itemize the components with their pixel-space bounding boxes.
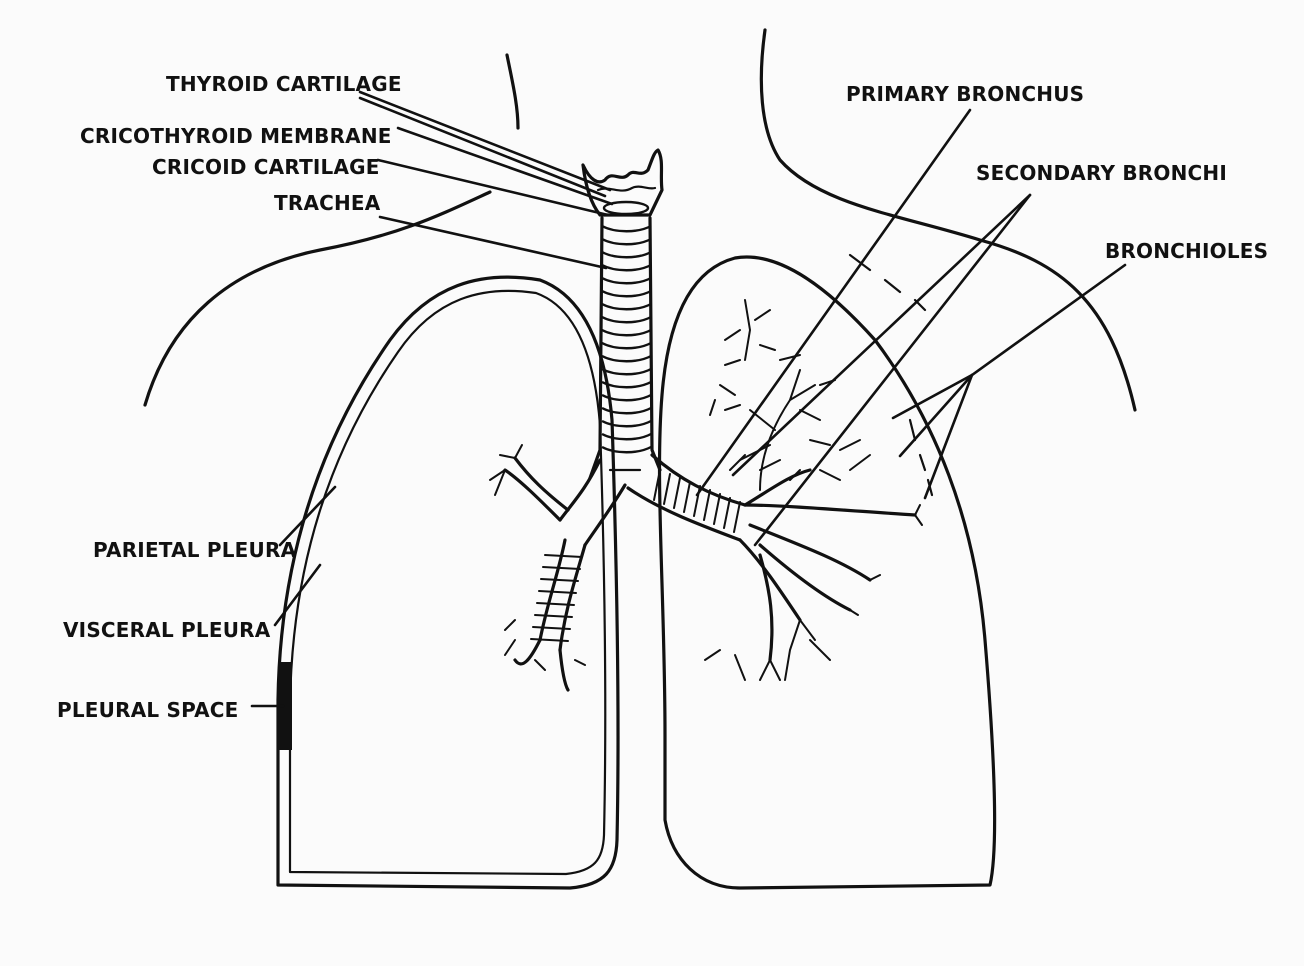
label-cricoid-cartilage: CRICOID CARTILAGE — [152, 155, 380, 179]
leader-bronchioles-1 — [891, 263, 1127, 420]
bronchus-ring — [653, 469, 661, 501]
trachea-ring — [601, 289, 652, 298]
right-bronchial-tree — [489, 444, 587, 692]
trachea-ring — [601, 276, 652, 285]
left-bronchial-tree — [653, 468, 923, 681]
trachea-ring — [601, 393, 652, 402]
bronchus-ring — [683, 481, 691, 513]
leader-secondary-bronchi-1 — [731, 193, 1032, 477]
trachea-tube — [588, 216, 662, 480]
cricoid-cartilage-ring — [602, 200, 650, 216]
bronchus-ring — [534, 614, 573, 618]
bronchus-ring — [542, 566, 581, 570]
labels: THYROID CARTILAGE CRICOTHYROID MEMBRANE … — [57, 72, 1268, 722]
leader-cricothyroid-membrane — [396, 126, 614, 206]
label-trachea: TRACHEA — [274, 191, 381, 215]
bronchus-ring — [540, 578, 579, 582]
trachea-ring — [601, 354, 652, 363]
label-secondary-bronchi: SECONDARY BRONCHI — [976, 161, 1227, 185]
bronchus-ring — [703, 489, 711, 521]
leader-bronchioles-3 — [923, 373, 974, 500]
bronchus-ring — [713, 493, 721, 525]
parietal-pleura-outline — [276, 275, 620, 890]
bronchus-ring — [723, 497, 731, 529]
trachea-ring — [601, 419, 652, 428]
left-lung-outline — [657, 255, 997, 890]
right-lung — [276, 275, 620, 890]
leader-secondary-bronchi-2 — [753, 193, 1032, 547]
trachea-ring — [601, 224, 652, 233]
body-outline — [143, 28, 1137, 412]
trachea-ring — [601, 250, 652, 259]
bronchus-ring — [673, 477, 681, 509]
trachea-ring — [601, 328, 652, 337]
label-pleural-space: PLEURAL SPACE — [57, 698, 239, 722]
leader-parietal-pleura — [278, 485, 337, 547]
bronchus-ring — [663, 473, 671, 505]
bronchioles-upper — [709, 299, 871, 491]
leader-trachea — [378, 215, 608, 270]
pleural-space-marker — [279, 662, 292, 750]
label-thyroid-cartilage: THYROID CARTILAGE — [166, 72, 402, 96]
label-parietal-pleura: PARIETAL PLEURA — [93, 538, 297, 562]
leader-cricoid-cartilage — [376, 158, 610, 217]
visceral-pleura-outline — [288, 289, 607, 876]
leader-thyroid-cartilage — [358, 90, 612, 192]
trachea-ring — [601, 341, 652, 350]
bronchus-ring — [544, 554, 583, 558]
leader-primary-bronchus — [695, 108, 972, 497]
trachea-ring — [601, 380, 652, 389]
bronchus-ring — [530, 638, 569, 642]
thyroid-cartilage-shape — [581, 148, 664, 217]
leader-lines — [250, 90, 1127, 708]
leader-thyroid-cartilage-2 — [358, 96, 607, 198]
label-cricothyroid-membrane: CRICOTHYROID MEMBRANE — [80, 124, 392, 148]
label-primary-bronchus: PRIMARY BRONCHUS — [846, 82, 1084, 106]
larynx — [581, 148, 664, 217]
label-visceral-pleura: VISCERAL PLEURA — [63, 618, 271, 642]
trachea-ring — [601, 263, 652, 272]
bronchus-ring — [733, 501, 741, 533]
main-bronchi — [558, 453, 747, 547]
trachea-ring — [601, 237, 652, 246]
bronchus-ring — [536, 602, 575, 606]
trachea-ring — [601, 406, 652, 415]
trachea-ring — [601, 432, 652, 441]
trachea-ring — [601, 302, 652, 311]
leader-bronchioles-2 — [898, 373, 974, 458]
bronchus-ring — [538, 590, 577, 594]
trachea-ring — [601, 367, 652, 376]
bronchus-ring — [532, 626, 571, 630]
label-bronchioles: BRONCHIOLES — [1105, 239, 1268, 263]
trachea-ring — [601, 315, 652, 324]
trachea-ring — [601, 445, 652, 454]
lung-fissure-dashed — [848, 253, 927, 312]
leader-visceral-pleura — [273, 563, 322, 627]
left-lung — [657, 255, 997, 890]
